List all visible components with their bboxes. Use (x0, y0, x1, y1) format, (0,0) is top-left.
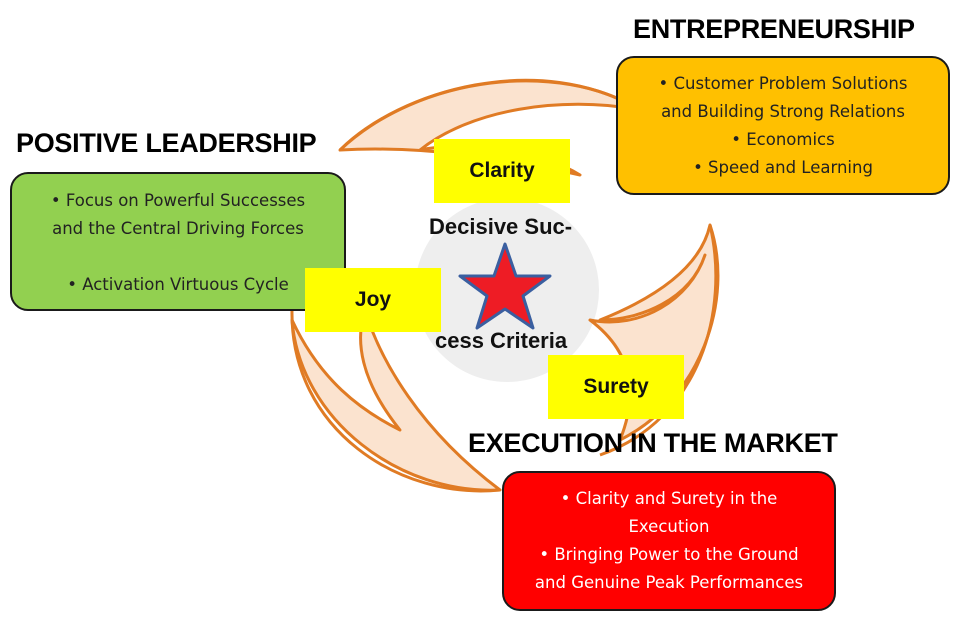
ex-item-3: • Bringing Power to the Ground (539, 545, 799, 564)
star-icon (458, 242, 552, 330)
joy-label: Joy (305, 268, 441, 332)
center-text-line1: Decisive Suc- (429, 214, 573, 239)
cycle-ring-left (290, 309, 501, 493)
pl-item-1: • Focus on Powerful Successes (50, 191, 306, 210)
en-item-2: and Building Strong Relations (661, 101, 905, 121)
entrepreneurship-box: • Customer Problem Solutions and Buildin… (616, 56, 950, 195)
en-item-1: • Customer Problem Solutions (658, 73, 908, 93)
cycle-ring-top (338, 79, 641, 152)
en-item-4: • Speed and Learning (693, 157, 873, 177)
clarity-label: Clarity (434, 139, 570, 203)
execution-title: EXECUTION IN THE MARKET (468, 428, 838, 458)
surety-label: Surety (548, 355, 684, 419)
ex-item-4: and Genuine Peak Performances (534, 573, 804, 592)
ex-item-1: • Clarity and Surety in the (560, 489, 778, 508)
cycle-ring-right (599, 224, 718, 457)
en-item-3: • Economics (731, 129, 835, 149)
center-text-line2: cess Criteria (435, 328, 568, 353)
execution-box: • Clarity and Surety in the Execution • … (502, 471, 836, 611)
cycle-arrow-bottom (290, 308, 502, 492)
ex-item-2: Execution (628, 517, 710, 536)
positive-leadership-title: POSITIVE LEADERSHIP (16, 128, 317, 158)
pl-item-3: • Activation Virtuous Cycle (67, 275, 289, 294)
entrepreneurship-title: ENTREPRENEURSHIP (633, 14, 915, 44)
positive-leadership-box: • Focus on Powerful Successes and the Ce… (10, 172, 346, 311)
pl-item-2: and the Central Driving Forces (52, 219, 304, 238)
